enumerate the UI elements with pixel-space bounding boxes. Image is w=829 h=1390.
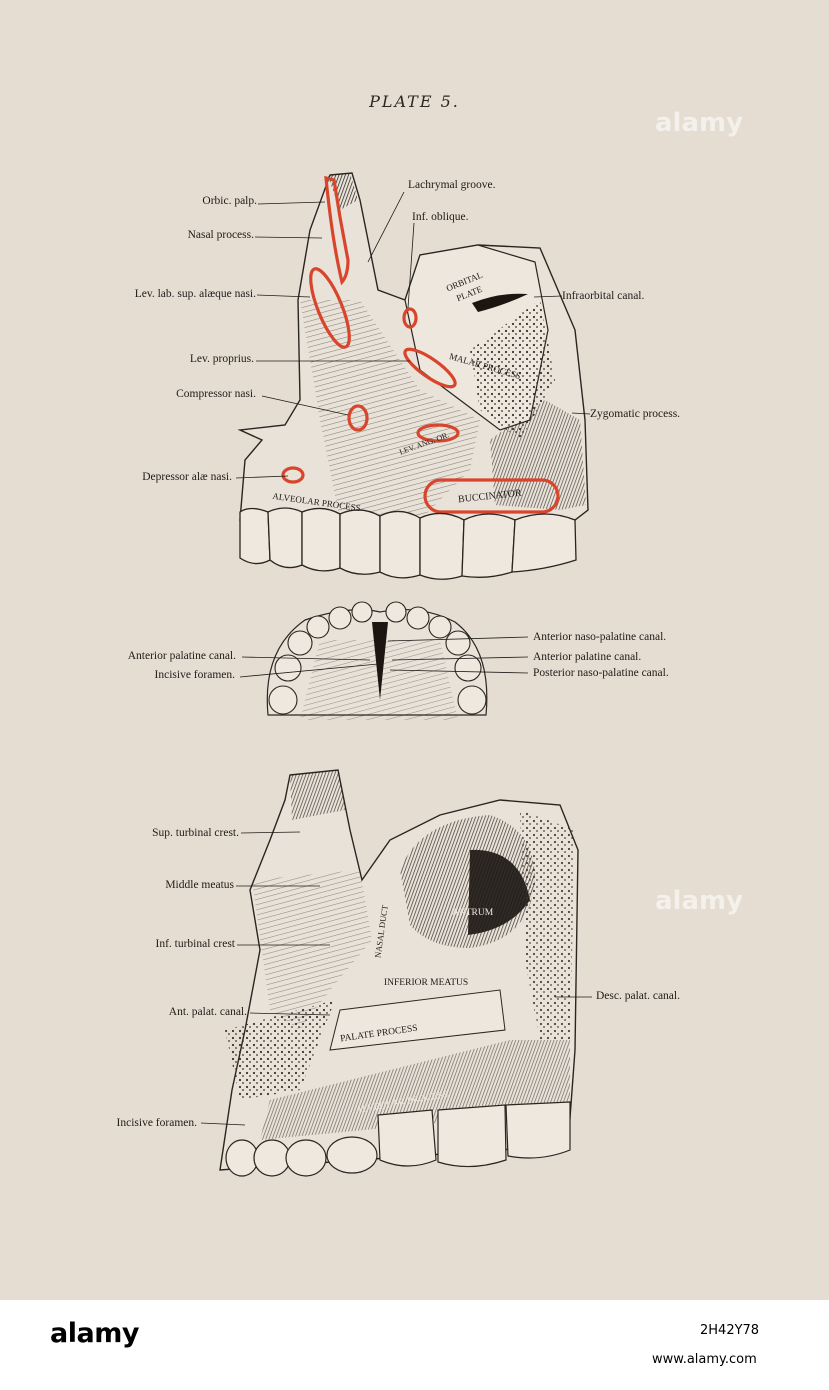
anterior-palatine-canal-left-label: Anterior palatine canal. <box>127 650 236 662</box>
ant-palat-canal-label: Ant. palat. canal. <box>168 1006 247 1018</box>
middle-meatus-label: Middle meatus <box>165 879 234 891</box>
palate-figure <box>239 601 529 720</box>
sup-turbinal-crest-label: Sup. turbinal crest. <box>152 827 239 839</box>
upper-teeth-outer <box>239 507 577 580</box>
incisive-foramen-bottom-label: Incisive foramen. <box>116 1117 197 1129</box>
anterior-naso-palatine-label: Anterior naso-palatine canal. <box>533 631 667 643</box>
pointer-lines-middle <box>239 636 529 678</box>
stock-url[interactable]: www.alamy.com <box>652 1352 757 1367</box>
upper-teeth-inner <box>225 1101 571 1177</box>
lev-lab-sup-label: Lev. lab. sup. alæque nasi. <box>134 288 256 300</box>
inf-turbinal-crest-label: Inf. turbinal crest <box>155 938 235 950</box>
nasal-process-label: Nasal process. <box>187 229 254 241</box>
maxilla-outer-figure <box>235 172 591 580</box>
lachrymal-groove-label: Lachrymal groove. <box>408 179 496 191</box>
zygomatic-process-label: Zygomatic process. <box>590 408 681 420</box>
orbic-palp-label: Orbic. palp. <box>202 195 257 207</box>
watermark: alamy <box>655 886 744 916</box>
stock-logo: alamy <box>50 1318 139 1349</box>
pointer-lines-bottom <box>200 831 592 1126</box>
inferior-meatus-label: INFERIOR MEATUS <box>384 978 469 988</box>
muscle-attachment-outlines <box>281 175 560 514</box>
infraorbital-canal-label: Infraorbital canal. <box>562 290 645 302</box>
inf-oblique-label: Inf. oblique. <box>412 211 469 223</box>
depressor-alae-label: Depressor alæ nasi. <box>142 471 232 483</box>
compressor-nasi-label: Compressor nasi. <box>176 388 256 400</box>
stock-footer <box>0 1300 829 1390</box>
image-id: 2H42Y78 <box>700 1323 760 1338</box>
incisive-foramen-middle-label: Incisive foramen. <box>154 669 235 681</box>
plate-title: PLATE 5. <box>369 92 460 111</box>
anatomy-illustrations <box>200 172 592 1177</box>
antrum-label: ANTRUM <box>452 908 494 918</box>
desc-palat-canal-label: Desc. palat. canal. <box>596 990 680 1002</box>
maxilla-inner-figure <box>200 769 592 1177</box>
pointer-lines-top <box>235 191 591 479</box>
anterior-palatine-canal-right-label: Anterior palatine canal. <box>533 651 642 663</box>
posterior-naso-palatine-label: Posterior naso-palatine canal. <box>533 667 669 679</box>
palate-teeth <box>268 601 487 715</box>
watermark: alamy <box>655 108 744 138</box>
lev-proprius-label: Lev. proprius. <box>189 353 254 365</box>
